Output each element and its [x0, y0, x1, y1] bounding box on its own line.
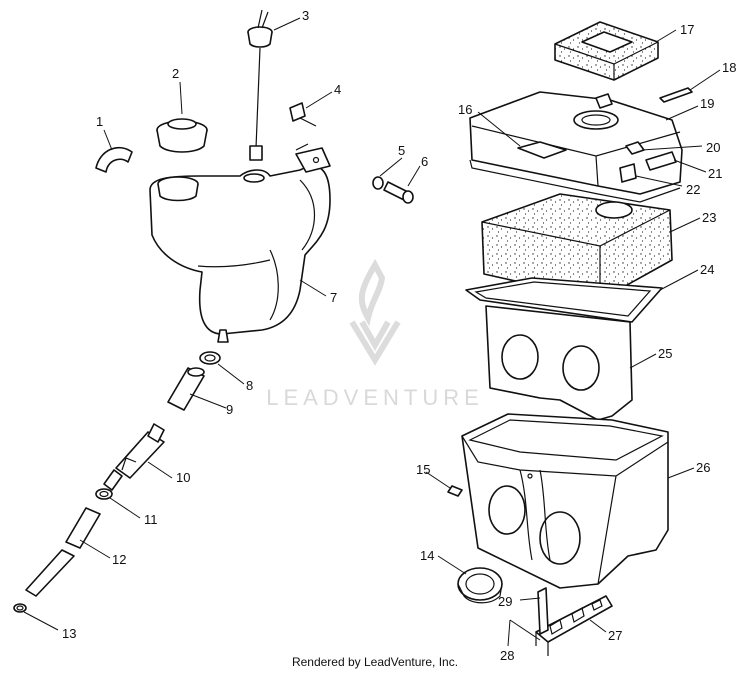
callout-9: 9: [226, 402, 233, 417]
callout-3: 3: [302, 8, 309, 23]
callout-27: 27: [608, 628, 622, 643]
part-27-bracket: [535, 595, 613, 656]
callout-19: 19: [700, 96, 714, 111]
callout-10: 10: [176, 470, 190, 485]
part-29-strap: [537, 587, 549, 635]
callout-24: 24: [700, 262, 714, 277]
callout-28: 28: [500, 648, 514, 663]
callout-8: 8: [246, 378, 253, 393]
part-11-hose-clamp: [95, 488, 113, 500]
part-19-airbox-cover: [469, 91, 683, 203]
part-7-fuel-tank: [149, 147, 331, 343]
leader-lines: [23, 17, 721, 647]
callout-13: 13: [62, 626, 76, 641]
callouts: 1 2 3 4 5 6 7 8 9 10 11 12 13 14 15 16 1…: [62, 8, 736, 663]
watermark-text: LEADVENTURE: [266, 385, 484, 410]
part-6-screw: [383, 181, 414, 204]
part-10-fuel-filter: [103, 423, 165, 491]
part-25-divider-plate: [485, 305, 633, 421]
callout-25: 25: [658, 346, 672, 361]
callout-20: 20: [706, 140, 720, 155]
callout-5: 5: [398, 143, 405, 158]
part-16-label: [517, 141, 567, 159]
watermark: LEADVENTURE: [266, 258, 484, 410]
callout-1: 1: [96, 114, 103, 129]
callout-26: 26: [696, 460, 710, 475]
callout-21: 21: [708, 166, 722, 181]
part-26-airbox-base: [461, 413, 669, 589]
part-4-clip: [289, 102, 317, 151]
part-21-decal: [645, 151, 677, 171]
part-18-seal-strip: [659, 87, 693, 103]
callout-6: 6: [421, 154, 428, 169]
part-23-foam-filter: [481, 193, 673, 301]
callout-7: 7: [330, 290, 337, 305]
part-3-fuel-gauge-rod: [247, 9, 273, 161]
part-2-fuel-cap: [156, 118, 208, 153]
part-15-clip: [447, 485, 463, 497]
part-9-fuel-hose: [167, 367, 205, 411]
part-13-hose-clamp: [13, 603, 27, 613]
callout-14: 14: [420, 548, 434, 563]
credit-text: Rendered by LeadVenture, Inc.: [292, 655, 458, 669]
callout-23: 23: [702, 210, 716, 225]
callout-18: 18: [722, 60, 736, 75]
callout-2: 2: [172, 66, 179, 81]
callout-11: 11: [144, 512, 158, 527]
part-5-washer: [372, 176, 384, 190]
part-24-gasket: [465, 277, 663, 323]
callout-4: 4: [334, 82, 341, 97]
callout-17: 17: [680, 22, 694, 37]
callout-29: 29: [498, 594, 512, 609]
part-1-vent-hose: [95, 146, 133, 173]
callout-15: 15: [416, 462, 430, 477]
part-8-hose-clamp: [199, 351, 221, 365]
part-17-foam-pad: [554, 21, 659, 81]
watermark-flame-icon: [349, 258, 401, 366]
callout-12: 12: [112, 552, 126, 567]
part-22-decal: [619, 163, 637, 183]
part-12-fuel-hose: [25, 507, 101, 597]
part-14-boot: [457, 567, 503, 604]
callout-16: 16: [458, 102, 472, 117]
callout-22: 22: [686, 182, 700, 197]
